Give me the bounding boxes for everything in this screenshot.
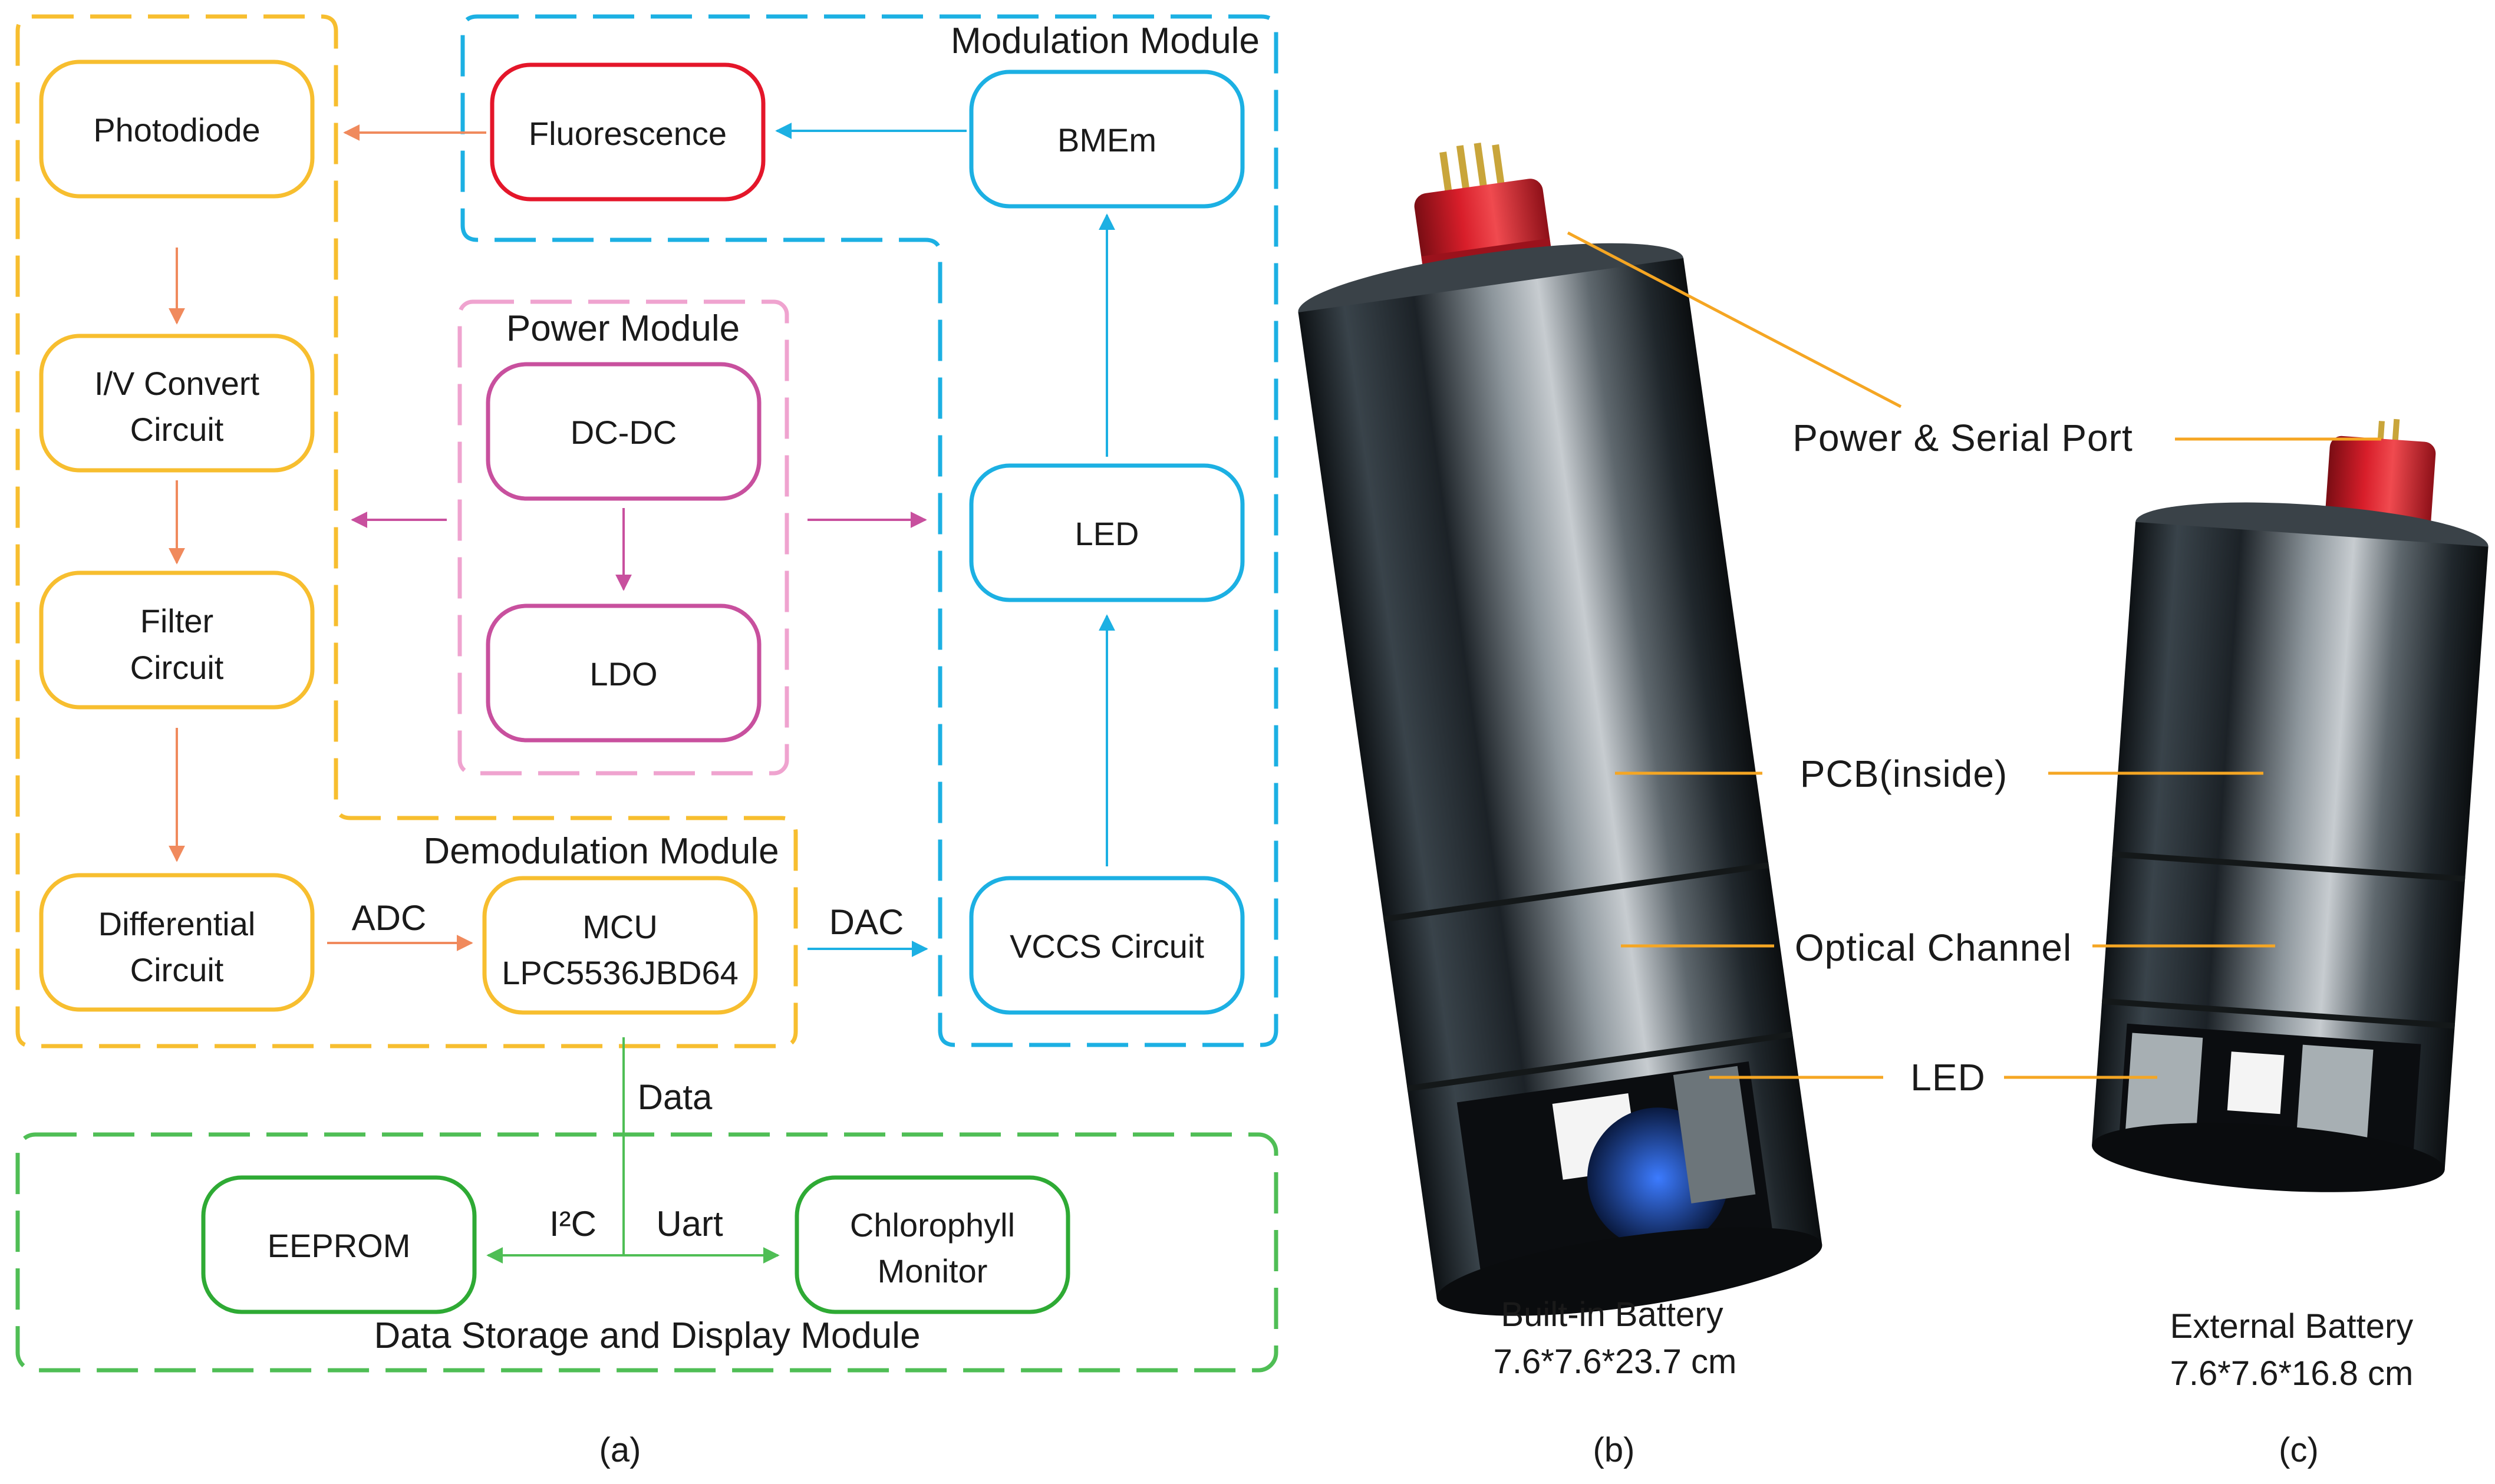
sensor-photo-built-in-battery — [1298, 143, 1822, 1316]
optical-channel-label: Optical Channel — [1795, 926, 2072, 969]
dcdc-node: DC-DC — [486, 362, 762, 501]
panel-label-c: (c) — [2279, 1431, 2319, 1469]
iv-convert-label-1: I/V Convert — [94, 365, 260, 402]
data-label: Data — [638, 1077, 713, 1117]
demodulation-module-title: Demodulation Module — [423, 831, 779, 872]
demodulation-module-frame — [15, 14, 798, 1048]
photodiode-node: Photodiode — [39, 60, 315, 199]
ldo-node: LDO — [486, 604, 762, 743]
panel-label-b: (b) — [1593, 1431, 1635, 1469]
mcu-label-1: MCU — [582, 908, 658, 945]
sensor-body — [1298, 258, 1822, 1299]
arrows — [169, 123, 1115, 1264]
caption-c-line1: External Battery — [2170, 1307, 2414, 1346]
adc-label: ADC — [352, 898, 427, 938]
fluorescence-label: Fluorescence — [529, 115, 727, 152]
pcb-inside-label: PCB(inside) — [1800, 753, 2008, 795]
chlorophyll-label-2: Monitor — [878, 1252, 988, 1290]
sensor-photo-external-battery — [2092, 418, 2489, 1192]
connector-pins — [1439, 143, 1505, 194]
caption-b-line2: 7.6*7.6*23.7 cm — [1494, 1343, 1737, 1381]
i2c-label: I²C — [549, 1204, 596, 1244]
differential-label-2: Circuit — [130, 951, 224, 988]
storage-module-title: Data Storage and Display Module — [374, 1315, 920, 1356]
led-node: LED — [969, 463, 1245, 602]
led-label: LED — [1075, 515, 1139, 552]
mcu-node: MCU LPC5536JBD64 — [482, 876, 758, 1015]
vccs-label: VCCS Circuit — [1010, 928, 1204, 965]
iv-convert-label-2: Circuit — [130, 411, 224, 448]
photodiode-label: Photodiode — [93, 111, 260, 149]
dac-label: DAC — [829, 902, 904, 942]
power-serial-port-label: Power & Serial Port — [1792, 417, 2133, 459]
eeprom-label: EEPROM — [268, 1227, 411, 1264]
dcdc-label: DC-DC — [571, 414, 677, 451]
modulation-module-frame — [460, 14, 1278, 1047]
storage-module-frame — [15, 1132, 1278, 1373]
filter-node: Filter Circuit — [39, 570, 315, 710]
differential-label-1: Differential — [98, 905, 256, 942]
uart-label: Uart — [656, 1204, 723, 1244]
filter-label-2: Circuit — [130, 649, 224, 686]
power-module-frame — [457, 299, 789, 776]
modulation-module-title: Modulation Module — [951, 21, 1260, 61]
fluorescence-node: Fluorescence — [490, 62, 766, 202]
differential-node: Differential Circuit — [39, 873, 315, 1012]
mcu-label-2: LPC5536JBD64 — [502, 954, 739, 991]
bmem-node: BMEm — [969, 70, 1245, 209]
caption-c-line2: 7.6*7.6*16.8 cm — [2170, 1354, 2414, 1393]
eeprom-node: EEPROM — [201, 1175, 477, 1314]
vccs-node: VCCS Circuit — [969, 876, 1245, 1015]
bmem-label: BMEm — [1057, 121, 1156, 159]
iv-convert-node: I/V Convert Circuit — [39, 334, 315, 473]
module-frames — [15, 14, 1278, 1373]
power-module-title: Power Module — [506, 308, 740, 349]
panel-label-a: (a) — [599, 1431, 641, 1469]
led-photo-label: LED — [1910, 1056, 1986, 1099]
ldo-label: LDO — [589, 655, 657, 692]
filter-label-1: Filter — [140, 602, 213, 639]
caption-b-line1: Built-in Battery — [1501, 1295, 1723, 1334]
chlorophyll-label-1: Chlorophyll — [850, 1206, 1015, 1244]
chlorophyll-monitor-node: Chlorophyll Monitor — [795, 1175, 1070, 1314]
leader-lines — [1567, 231, 2381, 1079]
